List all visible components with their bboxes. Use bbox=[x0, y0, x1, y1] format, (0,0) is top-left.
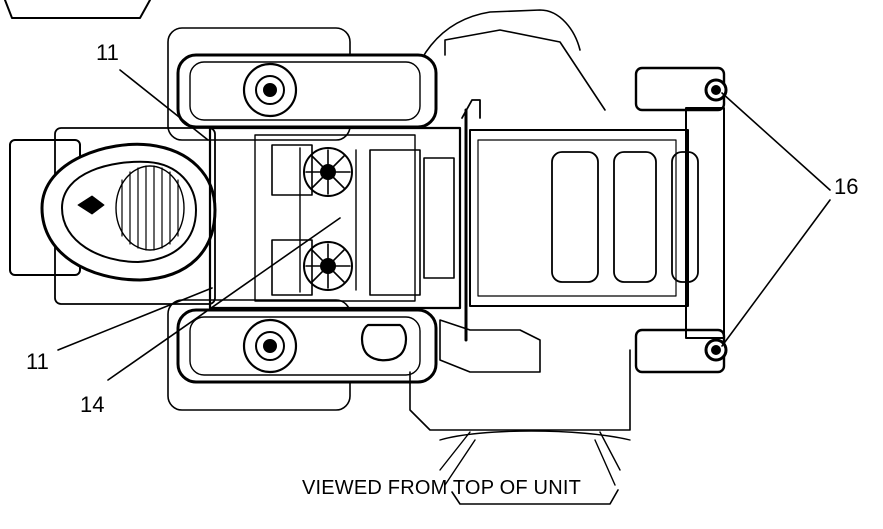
engine-logo bbox=[77, 195, 105, 215]
pulley-bottom-blades bbox=[305, 243, 351, 289]
chute-outline bbox=[439, 431, 621, 486]
fuel-cap bbox=[360, 323, 408, 362]
tire-top-left bbox=[176, 53, 438, 129]
callout-14: 14 bbox=[80, 392, 105, 417]
hub-top-core bbox=[263, 83, 277, 97]
deck-hitch-plate bbox=[444, 29, 606, 111]
hub-bottom-center bbox=[255, 331, 285, 361]
air-filter-grill bbox=[115, 165, 185, 251]
rear-bracket-bottom bbox=[439, 319, 541, 373]
engine-cover-inner bbox=[61, 160, 197, 263]
leader-14 bbox=[107, 217, 341, 381]
seat-edge-outline bbox=[4, 0, 151, 19]
leader-16-bottom bbox=[721, 199, 831, 347]
pump-block-top bbox=[271, 144, 313, 196]
leader-11-bottom bbox=[57, 287, 213, 351]
engine-cover bbox=[40, 142, 217, 282]
pulley-top-blades bbox=[305, 149, 351, 195]
center-bracket bbox=[369, 149, 421, 296]
callout-16: 16 bbox=[834, 174, 859, 199]
deck-plate-inner bbox=[477, 139, 677, 297]
chassis-inner bbox=[254, 134, 416, 302]
deck-slot-1 bbox=[551, 151, 599, 283]
deck-bottom-outline bbox=[409, 349, 631, 431]
side-plate bbox=[423, 157, 455, 279]
grill-lines bbox=[121, 165, 179, 251]
caster-bottom-pivot-core bbox=[711, 345, 721, 355]
tire-bottom-left bbox=[176, 308, 438, 384]
tire-bottom-inner bbox=[189, 316, 421, 376]
hub-bottom-core bbox=[263, 339, 277, 353]
leader-11-top bbox=[119, 69, 209, 141]
leader-16-top bbox=[721, 92, 831, 191]
diagram-caption: VIEWED FROM TOP OF UNIT bbox=[301, 477, 582, 499]
bottom-clip bbox=[451, 489, 619, 505]
callout-11-bottom: 11 bbox=[26, 349, 49, 374]
pump-block-bottom bbox=[271, 239, 313, 296]
hub-top-center bbox=[255, 75, 285, 105]
tire-top-inner bbox=[189, 61, 421, 121]
rear-frame bbox=[685, 107, 725, 339]
bottom-ring bbox=[439, 430, 631, 441]
callout-11-top: 11 bbox=[96, 40, 119, 65]
caster-top-pivot-core bbox=[711, 85, 721, 95]
drive-belt bbox=[299, 147, 357, 293]
deck-slot-2 bbox=[613, 151, 657, 283]
deck-plate bbox=[469, 129, 689, 307]
